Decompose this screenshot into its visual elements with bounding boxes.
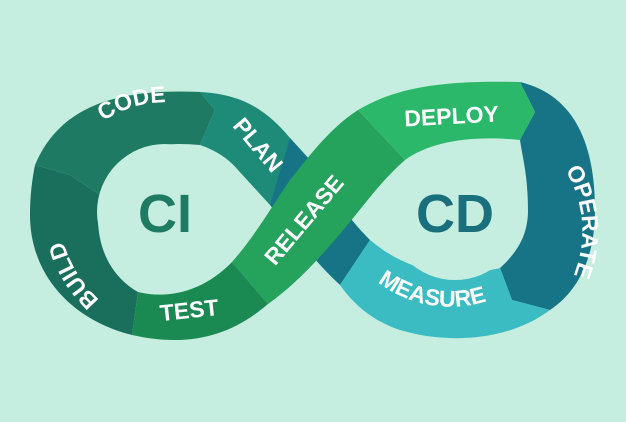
ci-segment-code (35, 91, 215, 195)
ci-center-label: CI (138, 184, 192, 244)
crossing-release-band (232, 110, 405, 304)
cd-center-label: CD (416, 184, 494, 244)
segment-label-deploy: DEPLOY (404, 101, 500, 132)
ci-segment-build (30, 165, 138, 335)
segment-label-test: TEST (159, 294, 220, 326)
cd-segment-measure (340, 240, 550, 339)
ci-center-circle (97, 144, 233, 280)
cd-center-circle (387, 144, 523, 280)
ci-segment-test (132, 262, 268, 341)
cd-segment-deploy (358, 81, 535, 160)
cd-segment-operate (500, 82, 595, 310)
